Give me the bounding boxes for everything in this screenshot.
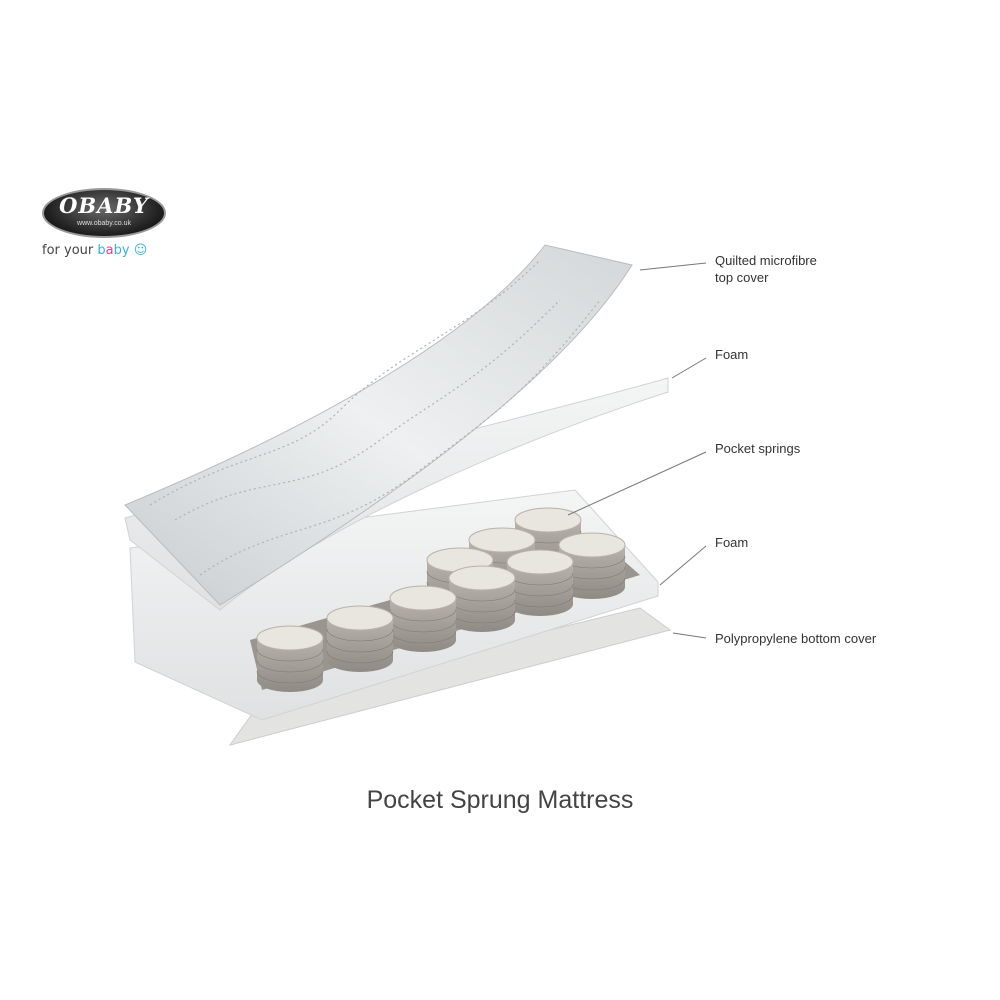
logo-url: www.obaby.co.uk <box>77 220 131 227</box>
top-cover <box>124 244 633 606</box>
spring-coil <box>448 565 516 632</box>
spring-coil <box>389 585 457 652</box>
tagline-b: b <box>97 243 106 258</box>
tagline-prefix: for your <box>42 243 94 258</box>
label-pocket-springs: Pocket springs <box>715 441 801 456</box>
quilt-stitching <box>149 259 601 576</box>
spring-coil <box>558 532 626 599</box>
spring-coil <box>326 605 394 672</box>
label-lower-foam: Foam <box>715 535 749 550</box>
tagline-a: a <box>105 243 114 258</box>
obaby-logo: OBABY www.obaby.co.uk for your baby ☺ <box>42 188 167 259</box>
tagline-rest: by ☺ <box>113 243 148 258</box>
logo-tagline: for your baby ☺ <box>42 242 167 259</box>
logo-oval: OBABY www.obaby.co.uk <box>42 188 166 238</box>
spring-coil <box>506 549 574 616</box>
spring-coil <box>256 625 324 692</box>
diagram-title: Pocket Sprung Mattress <box>366 786 634 814</box>
leader-lines <box>567 262 707 639</box>
label-line: top cover <box>715 270 769 285</box>
logo-brand: OBABY <box>59 193 149 218</box>
label-upper-foam: Foam <box>715 347 749 362</box>
label-bottom-cover: Polypropylene bottom cover <box>715 631 877 646</box>
label-line: Quilted microfibre <box>715 253 817 268</box>
pocket-springs <box>256 507 626 692</box>
label-top-cover: Quilted microfibre top cover <box>715 252 817 286</box>
